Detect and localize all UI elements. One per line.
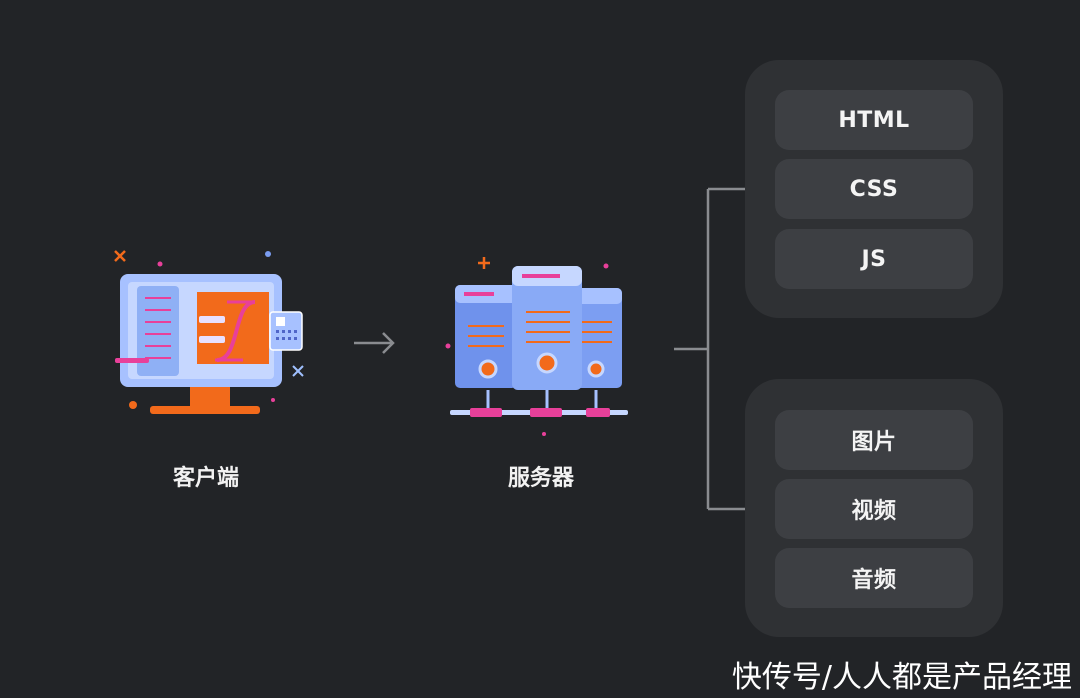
chip-js: JS [775, 229, 973, 289]
server-rack-icon [445, 257, 628, 436]
chip-css: CSS [775, 159, 973, 219]
client-server-arrow-head [382, 332, 395, 354]
code-resources-panel: HTML CSS JS [745, 60, 1003, 318]
chip-html: HTML [775, 90, 973, 150]
media-resources-panel: 图片 视频 音频 [745, 379, 1003, 637]
watermark-text: 快传号/人人都是产品经理 [731, 660, 1072, 695]
chip-video: 视频 [775, 479, 973, 539]
client-monitor-icon [114, 250, 304, 414]
chip-image: 图片 [775, 410, 973, 470]
server-label: 服务器 [507, 466, 574, 491]
chip-audio: 音频 [775, 548, 973, 608]
client-label: 客户端 [172, 466, 239, 491]
